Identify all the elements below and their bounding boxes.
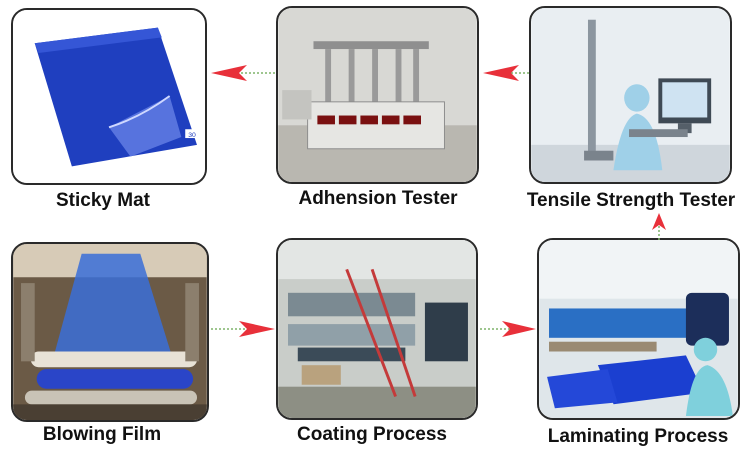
label-blowing-film: Blowing Film — [42, 424, 162, 445]
arrow-coating-to-laminating-icon — [480, 321, 536, 337]
adhesion-tester-photo — [276, 6, 479, 184]
label-coating-process: Coating Process — [297, 424, 447, 445]
label-laminating-process: Laminating Process — [547, 426, 729, 447]
sticky-mat-illustration: 30 — [13, 10, 205, 183]
mat-corner-number: 30 — [188, 132, 196, 139]
sticky-mat-photo: 30 — [11, 8, 207, 185]
label-adhesion-tester: Adhension Tester — [298, 188, 458, 209]
label-sticky-mat: Sticky Mat — [56, 190, 150, 211]
tensile-strength-tester-photo — [529, 6, 732, 184]
arrow-laminating-to-tensile-icon — [652, 213, 666, 240]
arrow-tensile-to-adhesion-icon — [483, 65, 529, 81]
blowing-film-photo — [11, 242, 209, 422]
coating-process-photo — [276, 238, 478, 420]
laminating-process-photo — [537, 238, 740, 420]
label-tensile-strength-tester: Tensile Strength Tester — [526, 190, 736, 211]
arrow-blowing-to-coating-icon — [211, 321, 275, 337]
arrow-adhesion-to-sticky-mat-icon — [211, 65, 275, 81]
